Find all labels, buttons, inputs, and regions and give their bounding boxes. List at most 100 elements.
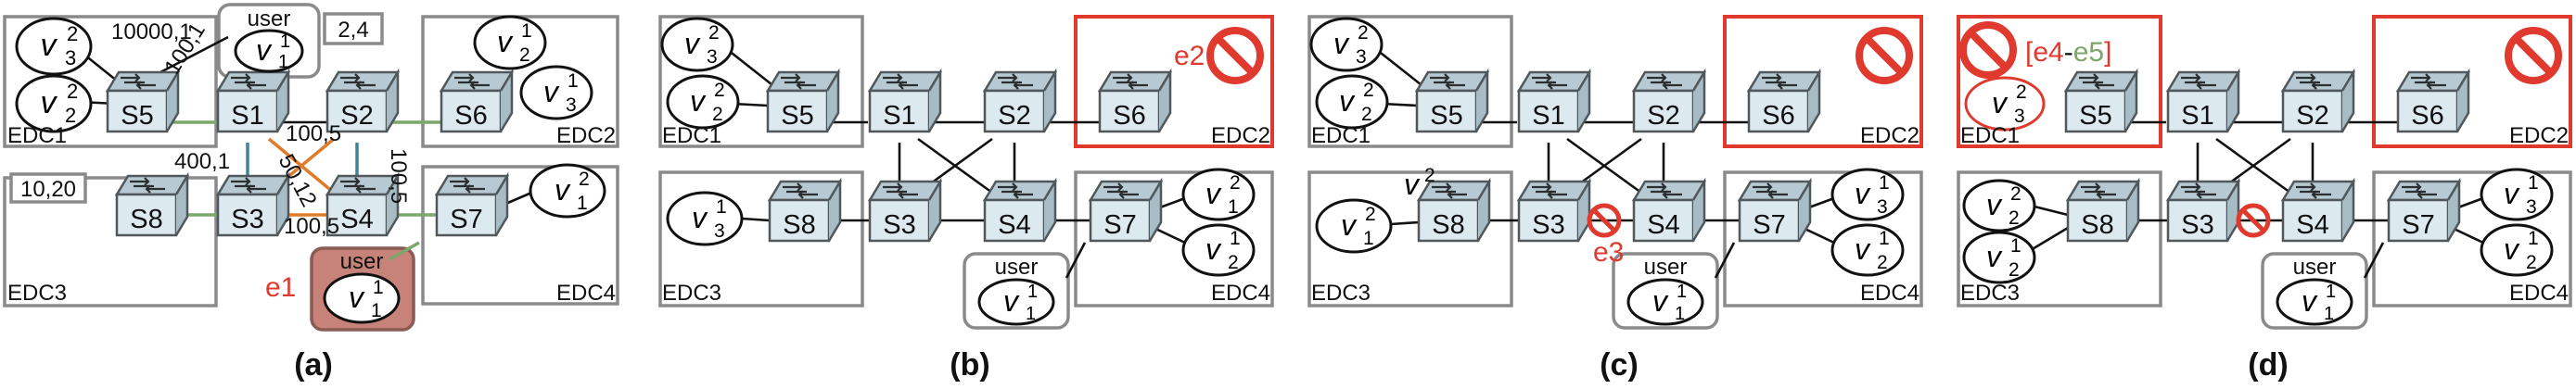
switch-s6: S6 xyxy=(1098,70,1172,133)
svg-text:S1: S1 xyxy=(2181,101,2213,131)
switch-s2: S2 xyxy=(983,70,1057,133)
svg-text:S1: S1 xyxy=(1532,101,1564,131)
svg-text:3: 3 xyxy=(707,46,718,68)
switch-s1: S1 xyxy=(216,70,290,133)
switch-s4: S4 xyxy=(1632,180,1706,243)
link-vm-s8b xyxy=(2030,226,2069,252)
svg-text:S1: S1 xyxy=(883,101,915,131)
vm-v1-2: v 2 1 xyxy=(529,163,606,219)
switch-s8: S8 xyxy=(768,180,842,243)
svg-text:2: 2 xyxy=(1358,22,1369,44)
svg-text:1: 1 xyxy=(2528,172,2539,194)
svg-text:1: 1 xyxy=(1026,304,1036,324)
svg-text:1: 1 xyxy=(1675,304,1685,324)
switch-s1: S1 xyxy=(2166,70,2240,133)
svg-text:S5: S5 xyxy=(1430,101,1462,131)
svg-text:3: 3 xyxy=(2014,106,2025,127)
svg-text:v: v xyxy=(41,85,58,120)
caption-d: (d) xyxy=(2248,347,2288,383)
svg-text:2: 2 xyxy=(2016,82,2027,103)
svg-text:S3: S3 xyxy=(2181,210,2213,240)
edc1-label: EDC1 xyxy=(662,123,721,148)
edc2-box-failed xyxy=(1723,15,1923,148)
svg-text:S6: S6 xyxy=(1762,101,1794,131)
svg-text:v: v xyxy=(1855,232,1871,266)
svg-text:3: 3 xyxy=(566,94,577,116)
edc1-label: EDC1 xyxy=(7,123,67,148)
switch-s8: S8 xyxy=(1417,180,1491,243)
user-label-top: user xyxy=(248,6,291,31)
svg-text:v: v xyxy=(41,28,58,63)
switch-s3: S3 xyxy=(868,180,942,243)
svg-text:S7: S7 xyxy=(1103,210,1136,240)
svg-text:2: 2 xyxy=(1361,104,1372,125)
svg-text:2: 2 xyxy=(1365,204,1376,225)
svg-text:S8: S8 xyxy=(1432,210,1464,240)
svg-text:v: v xyxy=(1404,168,1421,201)
svg-text:S7: S7 xyxy=(1753,210,1785,240)
svg-text:S6: S6 xyxy=(1113,101,1145,131)
svg-text:S6: S6 xyxy=(454,101,487,131)
svg-text:S8: S8 xyxy=(2081,210,2113,240)
event-e2-label: e2 xyxy=(1174,41,1205,71)
svg-text:S4: S4 xyxy=(340,205,373,234)
switch-s1: S1 xyxy=(868,70,942,133)
svg-text:2: 2 xyxy=(519,44,530,66)
user-label: user xyxy=(995,255,1039,280)
link-s7-user xyxy=(1714,242,1736,279)
no-entry-icon xyxy=(1859,31,1909,81)
caption-c: (c) xyxy=(1600,347,1639,383)
switch-s5: S5 xyxy=(1415,70,1489,133)
svg-text:S8: S8 xyxy=(783,210,815,240)
edc3-box xyxy=(1307,170,1513,307)
svg-text:v: v xyxy=(1341,208,1358,242)
svg-text:2: 2 xyxy=(1424,165,1435,186)
switch-s2: S2 xyxy=(325,70,400,133)
svg-text:1: 1 xyxy=(716,196,727,218)
box-10-20-label: 10,20 xyxy=(20,177,76,202)
svg-text:v: v xyxy=(1205,177,1222,210)
vm-v2-2: v 2 2 xyxy=(15,74,93,133)
vm-v2-1: v 1 2 xyxy=(473,15,547,70)
switch-s3: S3 xyxy=(2166,180,2240,243)
svg-text:1: 1 xyxy=(1363,228,1374,249)
svg-text:2: 2 xyxy=(2009,259,2020,281)
edc4-label: EDC4 xyxy=(1211,281,1270,306)
svg-text:2: 2 xyxy=(2526,252,2537,273)
svg-text:2: 2 xyxy=(2009,207,2020,229)
svg-text:1: 1 xyxy=(1879,172,1890,194)
svg-text:S7: S7 xyxy=(450,205,482,234)
svg-text:S4: S4 xyxy=(998,210,1030,240)
link-label-10000-1: 10000,1 xyxy=(111,19,192,44)
no-entry-icon-edc1 xyxy=(1963,25,2013,75)
svg-text:v: v xyxy=(684,27,701,60)
edc2-label: EDC2 xyxy=(1211,123,1270,148)
no-entry-icon xyxy=(1210,31,1260,81)
svg-text:v: v xyxy=(1003,284,1020,318)
svg-text:1: 1 xyxy=(278,52,288,72)
svg-text:1: 1 xyxy=(280,31,290,52)
svg-text:S5: S5 xyxy=(2079,101,2111,131)
link-label-100-5-a: 100,5 xyxy=(286,121,341,146)
switch-s7: S7 xyxy=(1089,180,1163,243)
switch-s2: S2 xyxy=(2281,70,2355,133)
svg-text:v: v xyxy=(1986,188,2003,221)
switch-s4: S4 xyxy=(325,174,400,237)
edc3-label: EDC3 xyxy=(7,281,67,306)
switch-s3: S3 xyxy=(1517,180,1591,243)
svg-text:2: 2 xyxy=(67,22,78,45)
svg-text:1: 1 xyxy=(577,193,588,214)
svg-text:3: 3 xyxy=(1877,196,1888,218)
svg-text:1: 1 xyxy=(1027,282,1038,302)
switch-s4: S4 xyxy=(983,180,1057,243)
svg-text:3: 3 xyxy=(714,220,725,242)
